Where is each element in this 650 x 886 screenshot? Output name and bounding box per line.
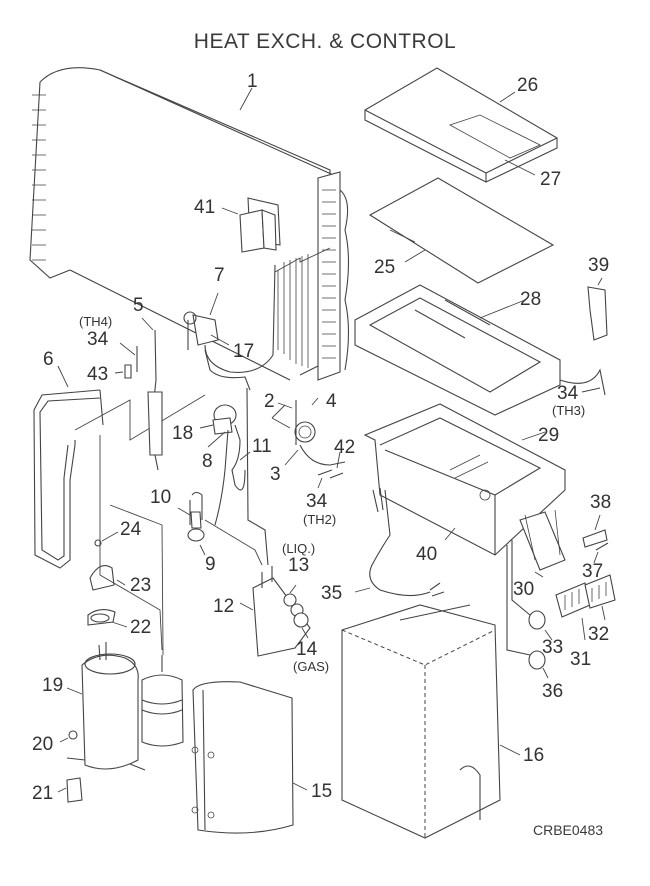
callout-34-th4: 34: [87, 329, 109, 350]
callout-24: 24: [120, 519, 142, 540]
compressor-cover-drawing: [191, 681, 308, 834]
callout-2: 2: [264, 391, 275, 412]
control-board-drawing: [368, 177, 555, 284]
sublabel-th4: (TH4): [79, 314, 113, 329]
callout-29: 29: [538, 425, 560, 446]
callout-33: 33: [542, 637, 564, 658]
callout-21: 21: [32, 783, 54, 804]
callout-12: 12: [213, 596, 235, 617]
callout-17: 17: [233, 341, 255, 362]
callout-26: 26: [517, 75, 539, 96]
callout-32: 32: [588, 624, 610, 645]
sublabel-th2: (TH2): [303, 512, 337, 527]
callout-31: 31: [570, 649, 592, 670]
diagram-title: HEAT EXCH. & CONTROL: [193, 30, 457, 53]
callout-23: 23: [130, 575, 152, 596]
callout-39: 39: [588, 255, 610, 276]
callout-15: 15: [311, 781, 333, 802]
callout-34-th2: 34: [306, 491, 328, 512]
sublabel-th3: (TH3): [552, 403, 586, 418]
callout-14: 14: [296, 639, 318, 660]
callout-22: 22: [130, 617, 152, 638]
compressor-drawing: [66, 504, 184, 771]
control-frame-drawing: [354, 284, 606, 416]
callout-8: 8: [202, 451, 213, 472]
callout-34-th3: 34: [557, 383, 579, 404]
strainer-drawing: [114, 317, 163, 471]
holder-drawing: [587, 277, 608, 341]
callout-1: 1: [247, 71, 258, 92]
callout-11: 11: [252, 436, 272, 457]
drawing-reference-code: CRBE0483: [533, 822, 604, 838]
callout-13: 13: [288, 555, 310, 576]
sublabel-gas: (GAS): [293, 659, 330, 674]
callout-16: 16: [523, 745, 545, 766]
pipe-drawing: [33, 365, 206, 651]
coil-assembly-drawing: [271, 397, 346, 466]
bushings-drawing: [506, 540, 553, 679]
callout-3: 3: [270, 464, 281, 485]
callout-20: 20: [32, 734, 54, 755]
callout-4: 4: [326, 391, 337, 412]
sound-insulation-drawing: [341, 604, 521, 839]
wiring-drawing: [354, 487, 445, 597]
callout-25: 25: [374, 257, 396, 278]
callout-5: 5: [133, 295, 144, 316]
callout-40: 40: [416, 544, 438, 565]
callout-38: 38: [590, 492, 612, 513]
callout-41: 41: [194, 197, 216, 218]
sublabel-liq: (LIQ.): [282, 541, 316, 556]
callout-19: 19: [42, 675, 64, 696]
solenoid-drawing: [199, 387, 269, 566]
compressor-fittings-drawing: [57, 531, 128, 803]
callout-7: 7: [214, 265, 225, 286]
callout-18: 18: [172, 423, 194, 444]
control-box-cover-drawing: [364, 67, 558, 183]
transformer-drawing: [221, 197, 331, 273]
callout-36: 36: [542, 681, 564, 702]
valve-plate-drawing: [239, 566, 311, 657]
callout-28: 28: [520, 289, 542, 310]
terminal-blocks-drawing: [555, 574, 616, 641]
callout-43: 43: [87, 364, 109, 385]
callout-27: 27: [540, 169, 562, 190]
capacitor-drawing: [519, 509, 609, 578]
callout-35: 35: [321, 583, 343, 604]
callout-6: 6: [43, 349, 54, 370]
capillary-drawing: [177, 491, 263, 566]
sensor-th2-drawing: [317, 451, 344, 489]
heat-exchanger-drawing: [29, 67, 350, 381]
valve-drawing: [183, 264, 276, 391]
callout-10: 10: [150, 487, 172, 508]
callout-42: 42: [334, 437, 356, 458]
callout-30: 30: [513, 579, 535, 600]
callout-9: 9: [205, 554, 216, 575]
callout-37: 37: [582, 561, 604, 582]
